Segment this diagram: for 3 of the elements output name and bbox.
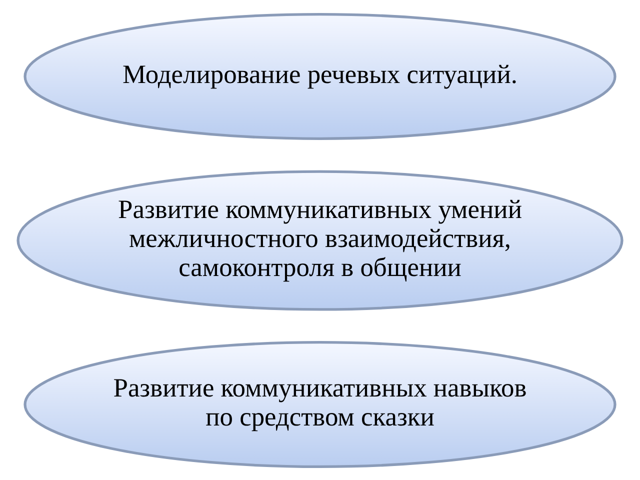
node-ellipse: Моделирование речевых ситуаций. (24, 12, 616, 140)
node-ellipse: Развитие коммуникативных навыков по средством сказки (24, 340, 616, 468)
node-ellipse: Развитие коммуникативных умений межличностного взаимодействия, самоконтроля в общении (16, 170, 624, 310)
